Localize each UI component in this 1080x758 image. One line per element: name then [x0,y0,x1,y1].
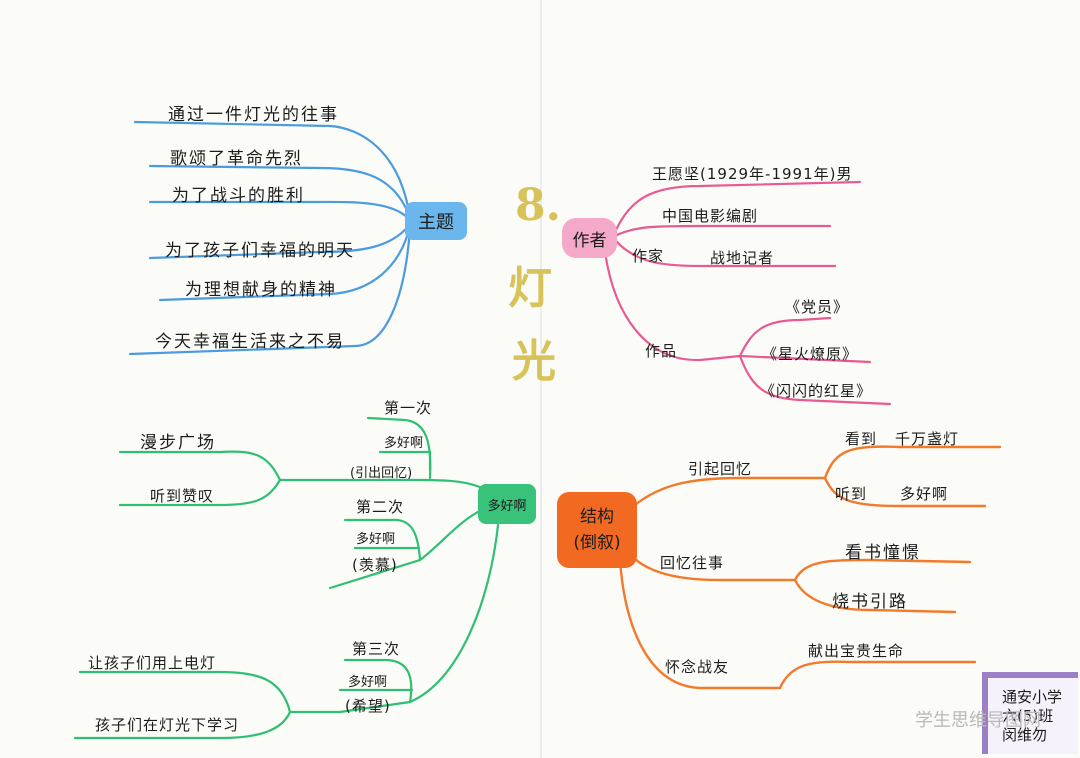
structure-memory-label: 回忆往事 [660,554,725,572]
author-job2-a: 作家 [632,247,665,265]
author-node: 作者 [562,218,617,258]
watermark-text: 学生思维导图网 [915,710,1041,731]
haoa-first-meaning: (引出回忆) [350,466,413,481]
structure-memory-item-2: 烧书引路 [832,592,908,612]
structure-node: 结构 (倒叙) [557,492,637,568]
theme-item-3: 为了战斗的胜利 [172,186,305,206]
haoa-label: 多好啊 [487,498,527,514]
structure-miss-item: 献出宝贵生命 [808,642,905,660]
center-title-char1: 灯 [508,263,552,314]
haoa-third-meaning: (希望) [345,697,391,715]
haoa-first-label: 第一次 [384,399,433,417]
haoa-third-detail-2: 孩子们在灯光下学习 [95,716,240,734]
author-job1: 中国电影编剧 [662,207,759,225]
theme-item-6: 今天幸福生活来之不易 [155,332,345,352]
structure-branches [618,445,1002,690]
haoa-node: 多好啊 [478,484,536,524]
haoa-first-detail-1: 漫步广场 [140,433,216,453]
haoa-third-detail-1: 让孩子们用上电灯 [88,654,217,672]
author-work-3: 《闪闪的红星》 [760,382,873,400]
theme-branches [128,120,412,356]
author-name: 王愿坚(1929年-1991年)男 [652,165,853,183]
structure-miss-label: 怀念战友 [665,658,730,676]
credit-line-3: 闵维勿 [1002,726,1048,744]
haoa-second-meaning: (羡慕) [352,556,398,574]
haoa-first-detail-2: 听到赞叹 [150,487,215,505]
theme-item-4: 为了孩子们幸福的明天 [165,241,355,261]
theme-item-5: 为理想献身的精神 [185,280,337,300]
haoa-second-phrase: 多好啊 [356,532,396,547]
haoa-third-label: 第三次 [352,640,401,658]
credit-line-2: 六(5)班 [1002,707,1054,725]
structure-memory-item-1: 看书憧憬 [845,543,921,563]
credit-line-1: 通安小学 [1002,688,1063,706]
theme-node: 主题 [405,202,467,240]
haoa-first-phrase: 多好啊 [384,436,424,451]
author-label: 作者 [572,230,607,251]
haoa-branches [73,416,500,740]
credit-box: 通安小学 六(5)班 闵维勿 [982,672,1078,754]
structure-recall-item-4: 多好啊 [900,485,949,503]
structure-recall-label: 引起回忆 [688,460,753,478]
center-number: 8. [515,180,561,231]
center-title-char2: 光 [512,336,556,387]
structure-recall-item-3: 听到 [835,485,868,503]
theme-label: 主题 [418,212,454,233]
structure-label-line2: (倒叙) [573,533,621,553]
theme-item-2: 歌颂了革命先烈 [170,149,303,169]
structure-recall-item-1: 看到 [845,430,878,448]
structure-recall-item-2: 千万盏灯 [895,430,960,448]
author-work-1: 《党员》 [785,298,850,316]
author-work-2: 《星火燎原》 [762,345,859,363]
theme-item-1: 通过一件灯光的往事 [168,105,339,125]
haoa-second-label: 第二次 [356,498,405,516]
author-works-label: 作品 [645,342,678,360]
haoa-third-phrase: 多好啊 [348,675,388,690]
structure-label-line1: 结构 [580,507,614,527]
author-job2-b: 战地记者 [710,249,775,267]
author-branches [603,180,892,406]
